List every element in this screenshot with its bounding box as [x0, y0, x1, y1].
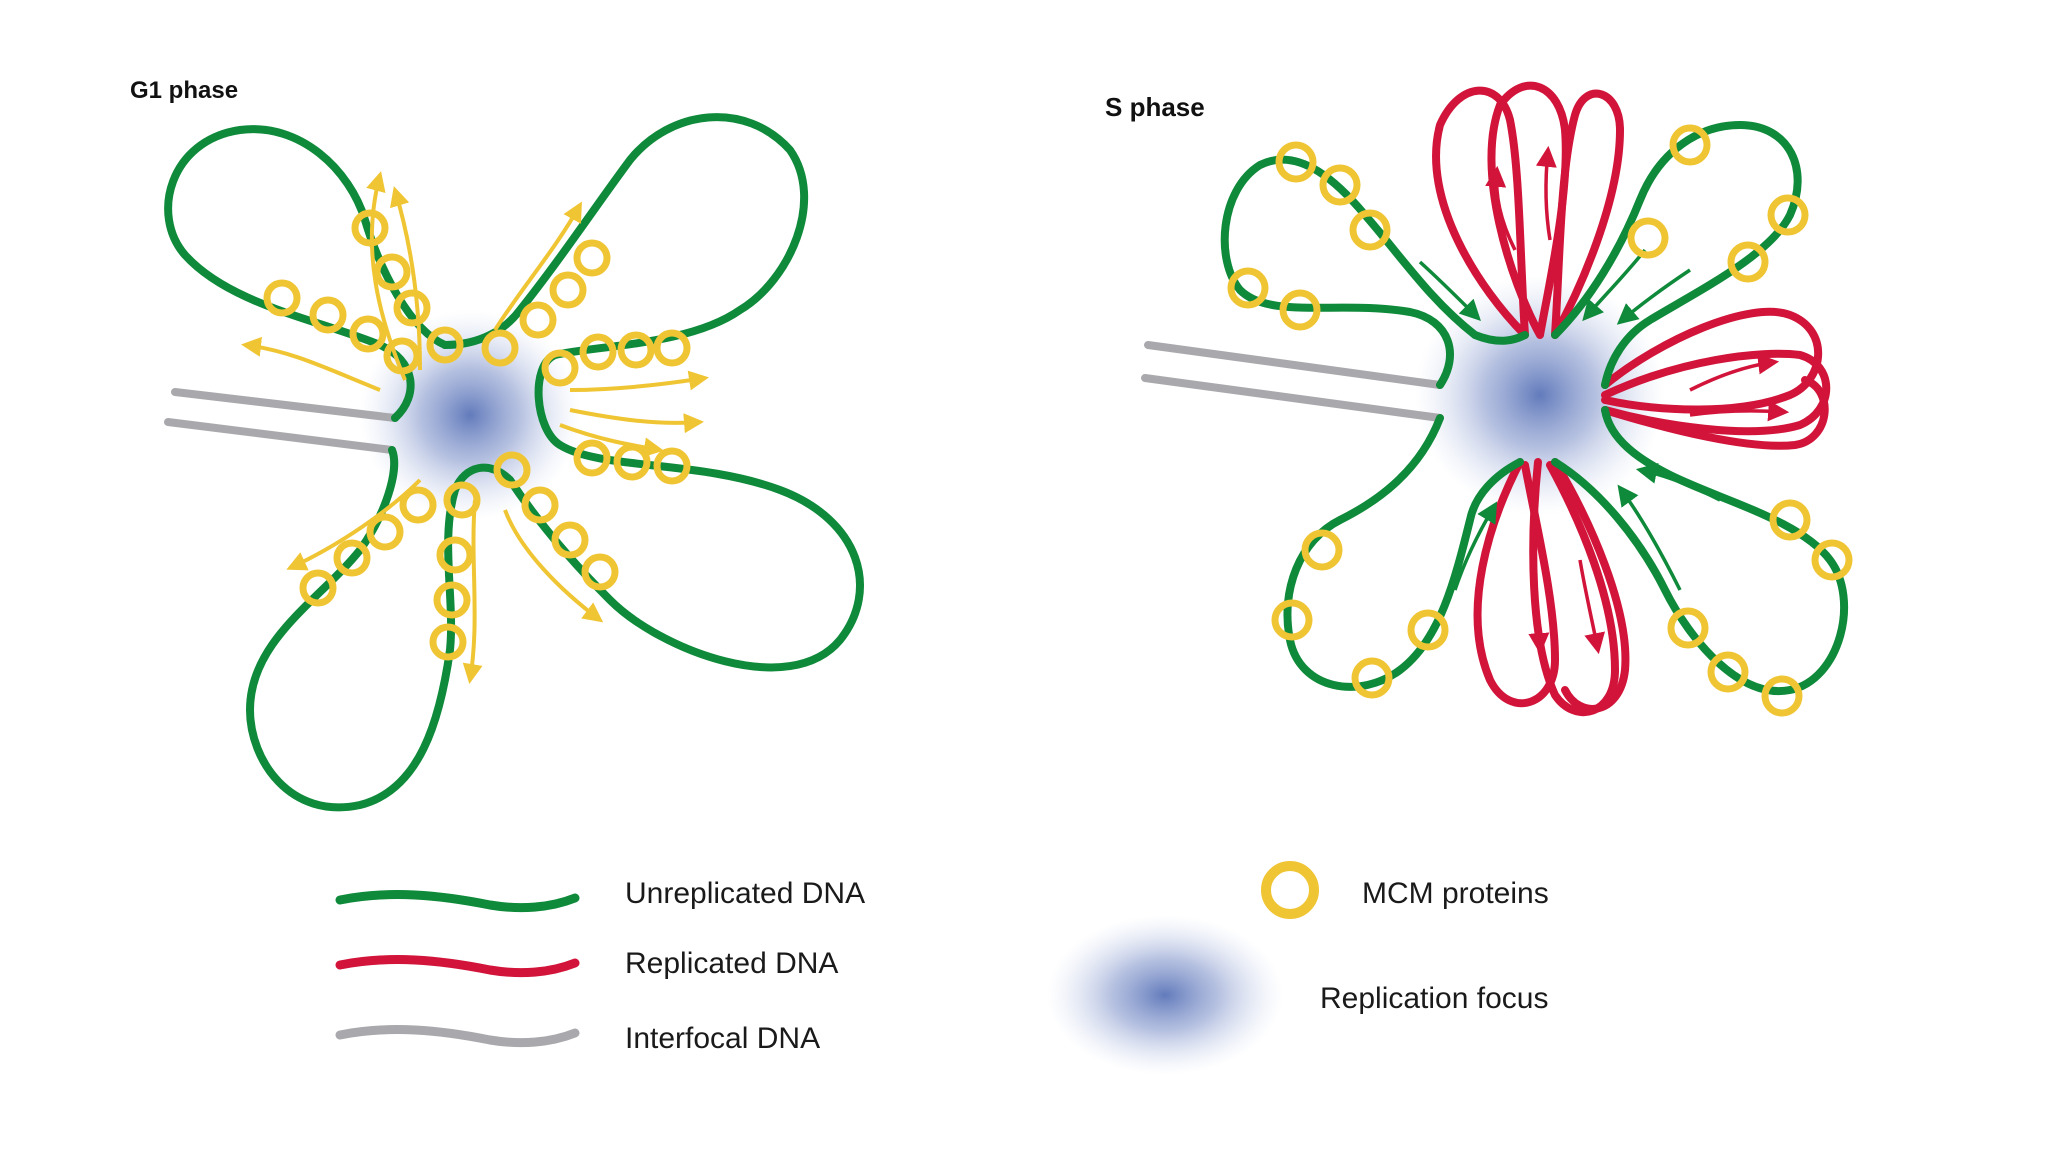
- s-interfocal-dna: [1141, 341, 1444, 422]
- legend-label-mcm: MCM proteins: [1362, 877, 1549, 910]
- mcm-icon: [573, 439, 611, 477]
- legend-label-interfocal: Interfocal DNA: [625, 1022, 820, 1055]
- s-mcm-proteins: [1227, 124, 1853, 717]
- mcm-icon: [299, 569, 337, 607]
- s-phase-panel: S phase: [1105, 81, 1853, 717]
- mcm-icon: [351, 209, 389, 247]
- mcm-icon: [436, 536, 474, 574]
- mcm-icon: [1707, 651, 1749, 693]
- legend-item-interfocal: Interfocal DNA: [335, 1022, 820, 1055]
- replication-focus-swatch: [1047, 915, 1283, 1075]
- mcm-icon: [579, 333, 617, 371]
- mcm-icon: [519, 301, 557, 339]
- mcm-icon: [1761, 675, 1803, 717]
- legend-label-unreplicated: Unreplicated DNA: [625, 877, 865, 910]
- s-replicated-dna: [1432, 81, 1831, 717]
- mcm-icon: [541, 349, 579, 387]
- g1-mcm-movement-arrows: [241, 171, 709, 684]
- mcm-icon: [1407, 609, 1449, 651]
- s-unreplicated-dna: [1220, 120, 1848, 696]
- legend-item-focus: Replication focus: [1047, 915, 1548, 1075]
- mcm-icon: [393, 289, 431, 327]
- mcm-icon: [263, 279, 301, 317]
- mcm-icon: [349, 315, 387, 353]
- mcm-icon: [613, 443, 651, 481]
- mcm-icon: [617, 331, 655, 369]
- mcm-icon: [1769, 499, 1811, 541]
- g1-phase-panel: G1 phase: [130, 77, 864, 812]
- g1-phase-title: G1 phase: [130, 77, 238, 104]
- mcm-icon: [549, 271, 587, 309]
- legend-item-replicated: Replicated DNA: [335, 947, 838, 980]
- mcm-icon: [366, 513, 404, 551]
- mcm-icon: [443, 481, 481, 519]
- mcm-icon: [1279, 289, 1321, 331]
- s-phase-title: S phase: [1105, 92, 1205, 122]
- mcm-icon: [1227, 267, 1269, 309]
- mcm-icon: [429, 623, 467, 661]
- g1-mcm-proteins: [263, 209, 691, 661]
- mcm-icon: [1301, 529, 1343, 571]
- mcm-icon: [653, 329, 691, 367]
- interfocal-dna-swatch: [335, 1025, 580, 1048]
- mcm-icon: [309, 296, 347, 334]
- mcm-icon: [1669, 124, 1711, 166]
- mcm-icon: [521, 486, 559, 524]
- mcm-icon: [1351, 657, 1393, 699]
- mcm-icon: [383, 337, 421, 375]
- mcm-icon: [551, 521, 589, 559]
- legend-label-focus: Replication focus: [1320, 982, 1548, 1015]
- mcm-icon: [333, 539, 371, 577]
- mcm-icon: [1349, 209, 1391, 251]
- mcm-icon: [1627, 217, 1669, 259]
- mcm-icon: [399, 486, 437, 524]
- s-replication-fork-arrows-red: [1485, 145, 1790, 655]
- mcm-icon: [426, 326, 464, 364]
- mcm-icon: [493, 451, 531, 489]
- s-replication-fork-arrows-green: [1418, 248, 1721, 591]
- replicated-dna-swatch: [335, 955, 580, 978]
- unreplicated-dna-swatch: [335, 890, 580, 913]
- legend-item-mcm: MCM proteins: [1261, 861, 1549, 919]
- g1-interfocal-dna: [164, 388, 399, 454]
- legend-label-replicated: Replicated DNA: [625, 947, 838, 980]
- mcm-icon: [1767, 194, 1809, 236]
- legend: Unreplicated DNA Replicated DNA Interfoc…: [335, 861, 1549, 1075]
- mcm-icon: [481, 329, 519, 367]
- mcm-icon: [1275, 141, 1317, 183]
- mcm-icon: [433, 581, 471, 619]
- mcm-icon: [373, 253, 411, 291]
- mcm-icon: [1811, 539, 1853, 581]
- mcm-icon: [581, 553, 619, 591]
- mcm-icon: [1727, 241, 1769, 283]
- mcm-icon: [1271, 599, 1313, 641]
- mcm-icon: [653, 447, 691, 485]
- mcm-icon: [1319, 164, 1361, 206]
- mcm-icon: [1667, 607, 1709, 649]
- legend-item-unreplicated: Unreplicated DNA: [335, 877, 865, 913]
- mcm-ring-icon: [1261, 861, 1319, 919]
- mcm-icon: [573, 239, 611, 277]
